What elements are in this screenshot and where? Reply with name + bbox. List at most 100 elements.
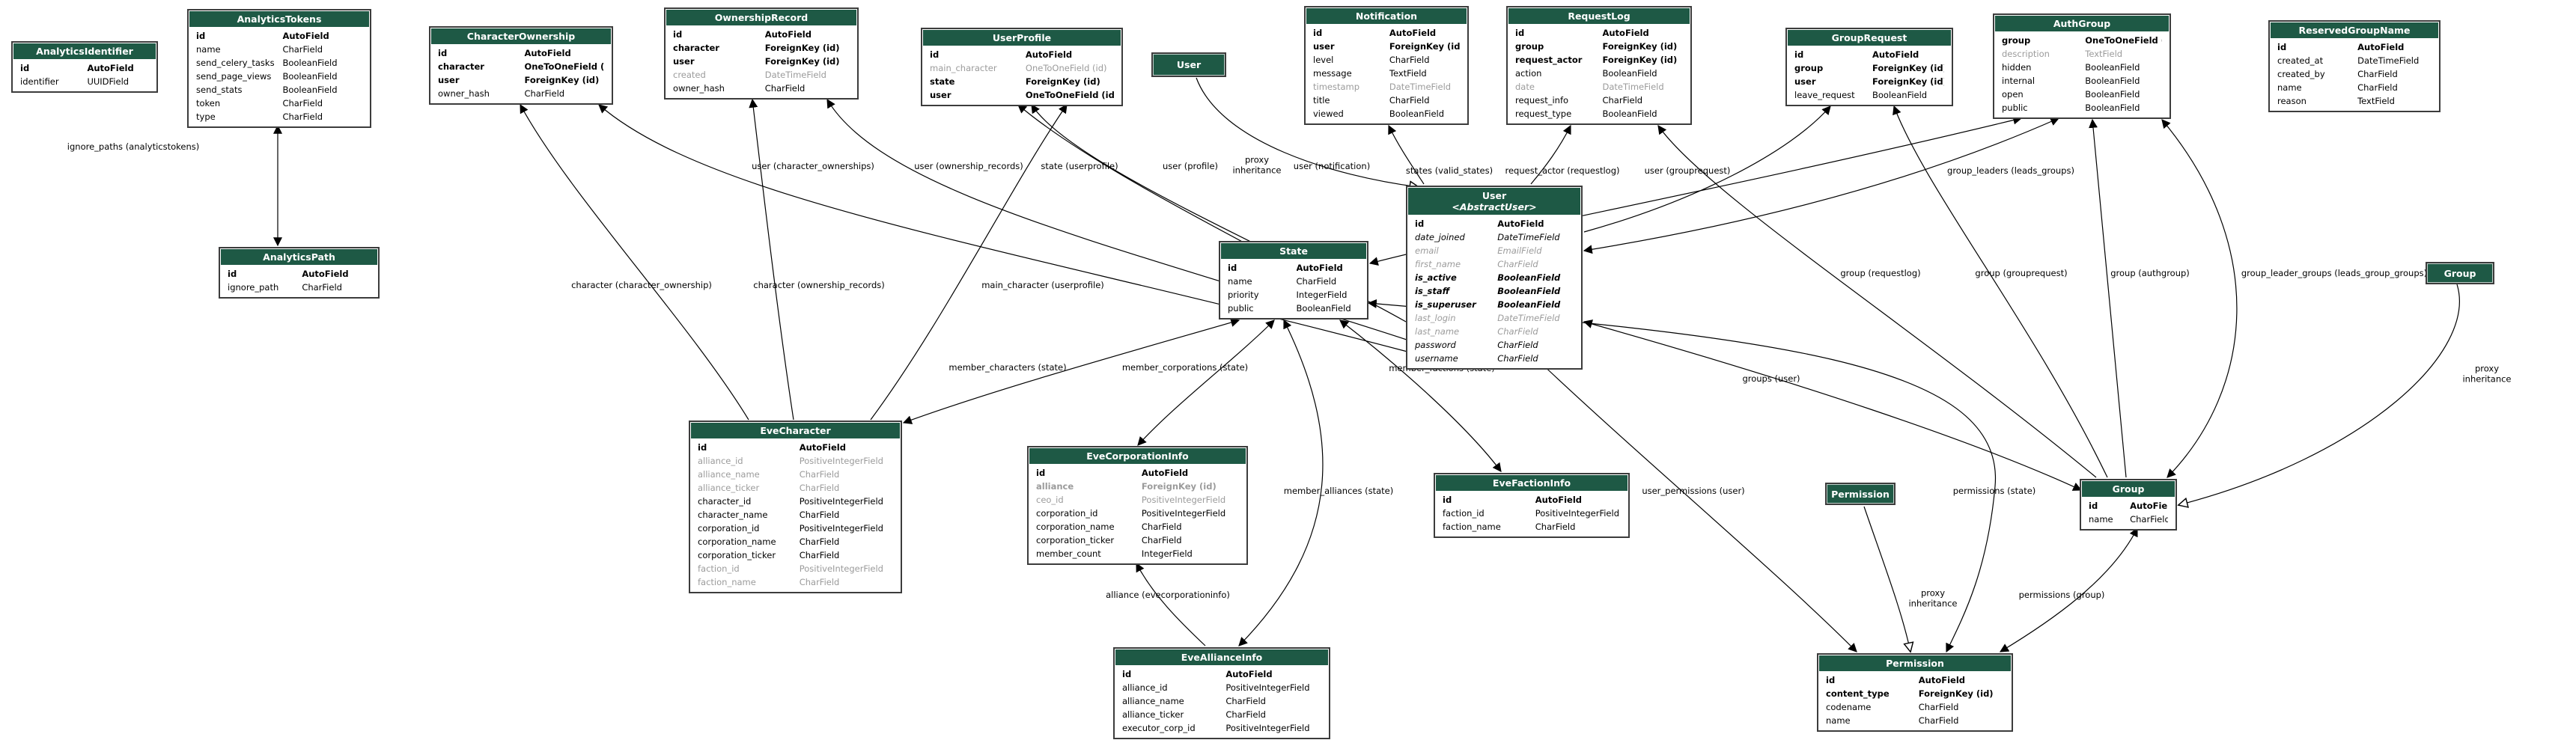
field-type: AutoField	[1535, 495, 1583, 505]
field-name: name	[196, 44, 221, 55]
field-type: CharField	[302, 282, 342, 293]
field-name: id	[1122, 669, 1132, 679]
edge-label: ignore_paths (analyticstokens)	[67, 141, 200, 152]
field-type: AutoField	[799, 442, 846, 453]
field-name: corporation_id	[698, 523, 760, 533]
field-type: IntegerField	[1296, 290, 1348, 300]
field-name: main_character	[930, 63, 997, 73]
field-type: ForeignKey (id)	[1872, 76, 1944, 87]
field-name: alliance_name	[698, 469, 760, 480]
field-type: ForeignKey (id)	[524, 75, 600, 85]
entity-name: CharacterOwnership	[466, 31, 576, 42]
edge-label: permissions (state)	[1952, 485, 2036, 496]
field-name: send_page_views	[196, 71, 272, 82]
edge-label: member_characters (state)	[949, 361, 1067, 373]
field-name: state	[930, 76, 955, 87]
field-type: BooleanField	[2085, 103, 2140, 113]
field-type: OneToOneField (id)	[2085, 35, 2162, 46]
field-type: TextField	[2357, 96, 2395, 106]
field-name: group	[1794, 63, 1824, 73]
edge-label: groups (user)	[1742, 373, 1800, 384]
field-name: faction_name	[1443, 522, 1501, 532]
field-name: name	[2277, 82, 2302, 93]
field-type: CharField	[1389, 95, 1430, 106]
field-name: user	[1313, 41, 1335, 52]
entity-name: AuthGroup	[2053, 18, 2111, 29]
field-row: state ForeignKey (id)	[923, 75, 1121, 88]
entity-title: RequestLog	[1508, 8, 1690, 24]
field-type: CharField	[799, 536, 840, 547]
edge-evealliance-evecorporationinfo	[1136, 562, 1206, 646]
field-name: member_count	[1036, 548, 1101, 559]
field-name: alliance_name	[1122, 696, 1184, 706]
entity-title: EveFactionInfo	[1436, 475, 1627, 491]
field-type: BooleanField	[282, 85, 338, 95]
field-type: CharField	[524, 88, 565, 99]
field-name: reason	[2277, 96, 2306, 106]
field-name: alliance_ticker	[1122, 709, 1184, 720]
field-type: CharField	[1535, 522, 1576, 532]
field-name: send_celery_tasks	[196, 58, 275, 68]
field-name: description	[2002, 49, 2050, 59]
field-type: AutoField	[2130, 501, 2168, 511]
entity-name: Permission	[1886, 658, 1944, 669]
field-name: id	[1228, 263, 1237, 273]
field-type: AutoField	[302, 269, 349, 279]
field-name: user	[673, 56, 695, 67]
field-name: character_name	[698, 510, 768, 520]
entity-title: AnalyticsPath	[221, 249, 377, 265]
field-type: AutoField	[1296, 263, 1343, 273]
entity-title: OwnershipRecord	[666, 10, 856, 25]
field-type: ForeignKey (id)	[1025, 76, 1100, 87]
field-name: id	[228, 269, 237, 279]
entity-title: User	[1176, 59, 1202, 70]
field-type: CharField	[799, 577, 840, 587]
field-row: faction_name CharField	[1436, 520, 1627, 533]
field-name: corporation_ticker	[698, 550, 776, 560]
field-name: name	[2089, 514, 2113, 525]
field-type: ForeignKey (id)	[1602, 41, 1678, 52]
field-type: BooleanField	[1296, 303, 1351, 314]
field-name: user	[930, 90, 951, 100]
field-type: ForeignKey (id)	[1872, 63, 1944, 73]
field-row: id AutoField	[221, 267, 377, 281]
field-name: id	[673, 29, 683, 40]
edge-state-evealliance-members	[1238, 319, 1324, 646]
entity-group: GroupidAutoFieldnameCharField	[2080, 479, 2177, 531]
entity-name: ReservedGroupName	[2298, 25, 2411, 36]
